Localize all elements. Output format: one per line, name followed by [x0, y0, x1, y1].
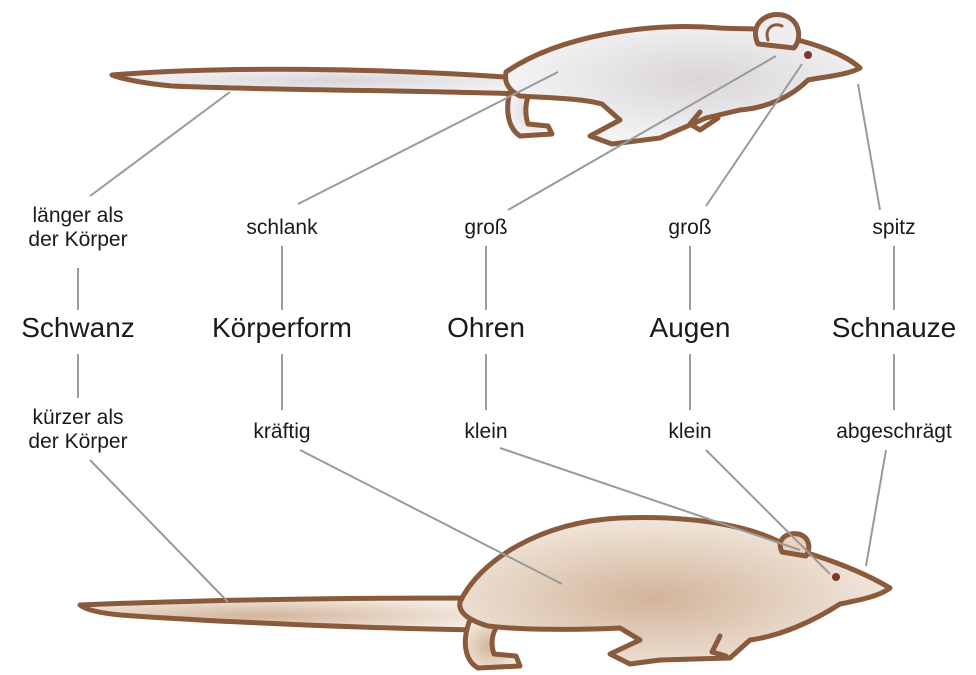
connector-tail-top [90, 92, 230, 196]
ears-bottom-label: klein [416, 420, 556, 444]
snout-top-label: spitz [824, 216, 964, 240]
rat-eye [832, 573, 840, 581]
mouse-eye [804, 51, 812, 59]
tail-top-label: länger als der Körper [0, 204, 156, 252]
body-bottom-label: kräftig [202, 420, 362, 444]
connector-body-bottom [300, 450, 562, 584]
snout-category-label: Schnauze [812, 312, 976, 344]
ears-top-label: groß [416, 216, 556, 240]
rat-tail [80, 598, 476, 630]
body-top-label: schlank [202, 216, 362, 240]
ears-category-label: Ohren [416, 312, 556, 344]
tail-bottom-label: kürzer als der Körper [0, 406, 156, 454]
connector-snout-top [858, 84, 880, 210]
connector-snout-bottom [866, 450, 886, 566]
eyes-top-label: groß [620, 216, 760, 240]
eyes-category-label: Augen [620, 312, 760, 344]
mouse-tail [112, 69, 524, 94]
mouse-illustration [112, 14, 860, 144]
tail-category-label: Schwanz [0, 312, 156, 344]
body-category-label: Körperform [192, 312, 372, 344]
rat-body [460, 518, 890, 664]
snout-bottom-label: abgeschrägt [812, 420, 976, 444]
eyes-bottom-label: klein [620, 420, 760, 444]
mouse-ear [755, 14, 798, 48]
mouse-body [506, 27, 860, 144]
connector-tail-bottom [90, 460, 228, 602]
